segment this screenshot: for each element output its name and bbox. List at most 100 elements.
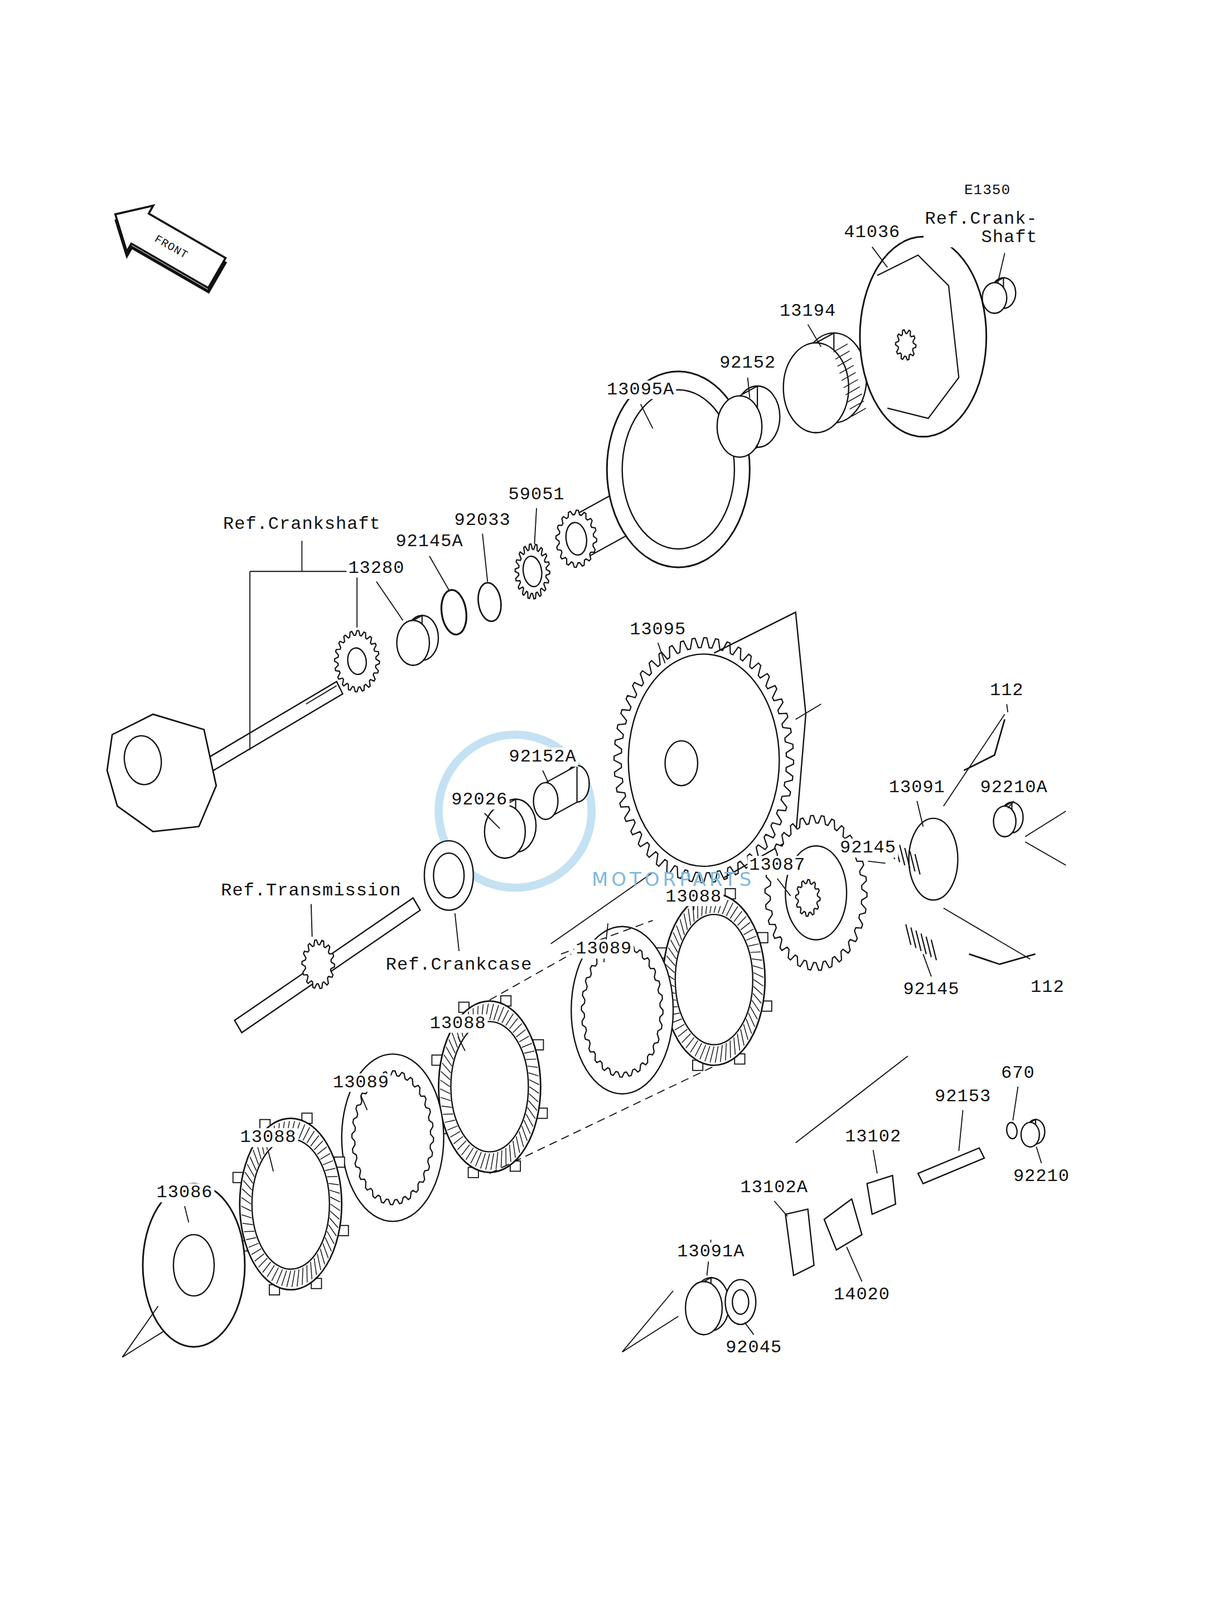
plate-hatch <box>493 1004 499 1020</box>
plate-hatch <box>328 1182 339 1184</box>
plate-hatch <box>699 1044 706 1060</box>
plate-hatch <box>302 1267 303 1285</box>
plate-hatch <box>258 1257 268 1267</box>
steel-plate <box>581 943 664 1077</box>
plate-hatch <box>529 1093 539 1102</box>
plate-hatch <box>310 1261 312 1279</box>
friction-plate <box>675 914 753 1045</box>
friction-plate <box>450 1021 529 1152</box>
leader-line <box>429 556 449 590</box>
plate-hatch <box>253 1149 259 1165</box>
plate-hatch <box>725 1042 727 1061</box>
plate-hatch <box>676 925 683 941</box>
pressure-plate <box>173 1234 215 1296</box>
plate-hatch <box>480 1152 486 1168</box>
plate-hatch <box>443 1054 452 1066</box>
plate-hatch <box>445 1119 456 1123</box>
sleeve <box>533 782 559 820</box>
plate-hatch <box>306 1130 314 1143</box>
spring <box>915 853 921 875</box>
plate-hatch <box>461 1144 471 1155</box>
washer <box>1005 1121 1018 1140</box>
callout-number: 92152 <box>717 353 778 373</box>
leader-line <box>1006 703 1008 713</box>
plate-hatch <box>730 906 738 918</box>
callout-number: 112 <box>1028 978 1067 998</box>
reference-label: Ref.Transmission <box>219 881 403 901</box>
leader-line <box>376 581 404 621</box>
plate-hatch <box>753 972 764 978</box>
callout-number: 92152A <box>506 747 578 767</box>
plate-hatch <box>326 1175 337 1177</box>
shaft-spline <box>306 685 337 704</box>
leader-line <box>958 1109 963 1151</box>
plate-hatch <box>465 1147 473 1159</box>
plate-hatch <box>685 1037 695 1048</box>
drawing-code: E1350 <box>962 182 1013 198</box>
plate-hatch <box>248 1243 259 1247</box>
front-arrow <box>102 191 231 297</box>
plate-hatch <box>528 1100 538 1111</box>
callout-number: 13091 <box>887 777 947 797</box>
leader-line <box>747 377 751 399</box>
plate-hatch <box>748 943 759 946</box>
callout-number: 13091A <box>675 1241 747 1261</box>
plate-hatch <box>743 1023 748 1040</box>
plate-hatch <box>320 1153 330 1159</box>
leader-line <box>1012 1086 1018 1120</box>
callout-number: 670 <box>999 1063 1037 1083</box>
leader-line <box>1036 1146 1042 1163</box>
plate-hatch <box>505 1147 507 1165</box>
plate-hatch <box>317 1253 321 1270</box>
sprag-lines <box>839 365 854 374</box>
plate-hatch <box>247 1163 255 1177</box>
drum-gear <box>563 520 589 557</box>
leader-line <box>184 1205 189 1222</box>
plate-hatch <box>678 1028 688 1037</box>
lock-nut <box>993 805 1016 837</box>
bolt <box>969 953 1036 964</box>
callout-number: 92026 <box>449 790 510 810</box>
spring <box>926 936 932 957</box>
plate-hatch <box>753 985 763 995</box>
callout-number: 59051 <box>506 485 567 505</box>
plate-hatch <box>452 1032 458 1048</box>
plate-hatch <box>740 1028 744 1046</box>
leader-line <box>534 508 537 544</box>
spring <box>899 844 905 865</box>
plate-hatch <box>440 1096 451 1101</box>
sprag-lines <box>847 393 863 403</box>
plate-hatch <box>730 1040 732 1058</box>
plate-hatch <box>521 1125 528 1141</box>
plate-hatch <box>286 1270 291 1287</box>
leader-line <box>640 403 654 429</box>
drum-gear <box>556 510 597 568</box>
group-line <box>1025 841 1066 865</box>
plate-hatch <box>450 1130 460 1137</box>
plate-hatch <box>251 1248 261 1254</box>
plate-hatch <box>519 1130 524 1147</box>
sprag-lines <box>843 379 859 388</box>
plate-hatch <box>521 1042 533 1047</box>
crank-gear <box>346 646 369 676</box>
plate-hatch <box>752 993 762 1004</box>
plate-hatch <box>746 1018 752 1034</box>
leader-line <box>997 253 1005 284</box>
callout-number: 13088 <box>663 887 724 907</box>
plate-hatch <box>690 1040 698 1052</box>
plate-hatch <box>245 1236 256 1240</box>
bearing <box>724 1279 756 1324</box>
plate-hatch <box>440 1079 451 1087</box>
leader-line <box>455 912 459 951</box>
plate-hatch <box>527 1065 538 1067</box>
ratchet-gear <box>515 543 550 599</box>
reference-label: Ref.Crank- Shaft <box>923 209 1040 248</box>
plate-hatch <box>241 1196 251 1204</box>
plate-hatch <box>529 1086 539 1094</box>
callout-number: 92145A <box>393 532 465 551</box>
callout-number: 13102 <box>843 1127 903 1147</box>
plate-hatch <box>447 1125 458 1130</box>
collar <box>484 804 526 858</box>
crank-nut <box>982 282 1007 314</box>
plate-hatch <box>509 1017 519 1029</box>
